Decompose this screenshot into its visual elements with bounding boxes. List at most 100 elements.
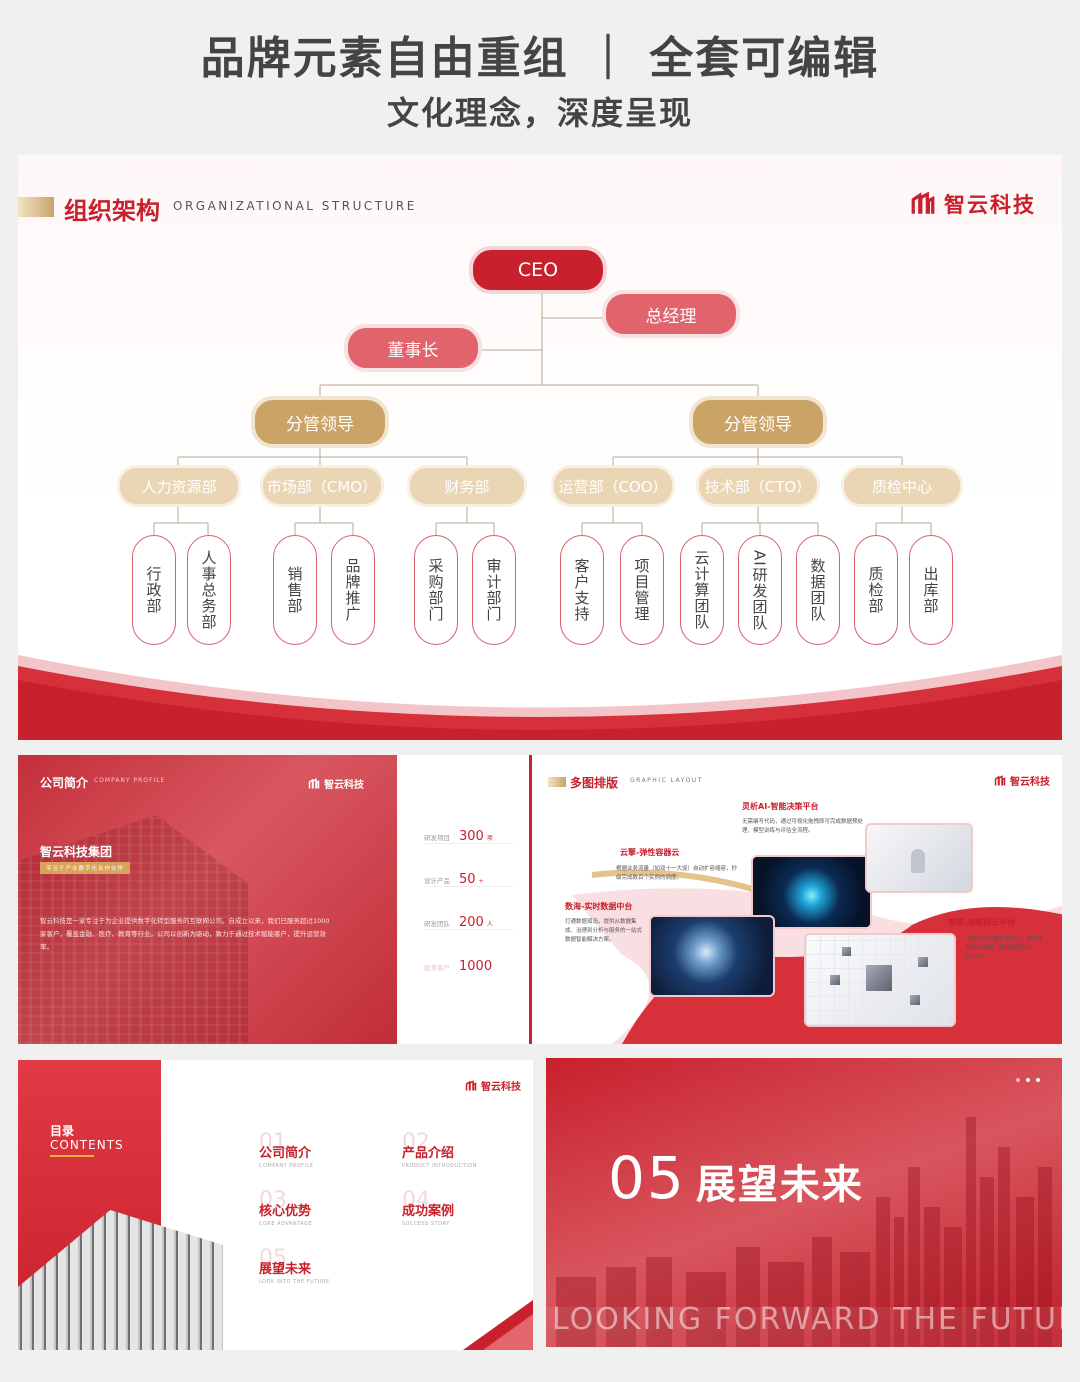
stat-value: 300	[459, 829, 484, 844]
stat-divider	[424, 843, 514, 844]
contents-title-en: CONTENTS	[50, 1138, 124, 1152]
brand-logo-icon	[308, 777, 320, 788]
city-skyline	[546, 1117, 1062, 1347]
unit-outbound: 出库部	[909, 535, 953, 645]
item-label: 产品介绍	[402, 1146, 455, 1161]
brand-logo-icon	[465, 1079, 477, 1090]
section-title: 展望未来	[695, 1162, 864, 1208]
item-label: 公司简介	[259, 1146, 312, 1161]
building-image	[18, 815, 248, 1044]
unit-personnel: 人事总务部	[187, 535, 231, 645]
smartwatch-image	[649, 915, 775, 997]
feature-desc: 根据业务流量（如双十一大促）自动扩容缩容，秒级完成数百个实例的调度。	[616, 866, 738, 881]
unit-procurement: 采购部门	[414, 535, 458, 645]
item-label: 核心优势	[259, 1204, 312, 1219]
stat-value: 50	[459, 872, 476, 887]
contents-item[interactable]: 02 产品介绍 PRODUCT INTRODUCTION	[402, 1130, 477, 1169]
dept-hr: 人力资源部	[117, 465, 241, 507]
brand-logo-icon	[994, 774, 1006, 785]
company-profile-slide: 公司简介 COMPANY PROFILE 智云科技 智云科技集团 专注于产业数字…	[18, 755, 533, 1044]
brand-name: 智云科技	[944, 193, 1036, 217]
brand-logo: 智云科技	[308, 776, 364, 791]
stat-team: 研发团队 200 人	[424, 915, 514, 930]
slide-subtitle: ORGANIZATIONAL STRUCTURE	[173, 199, 417, 213]
brand-logo: 智云科技	[994, 773, 1050, 788]
org-structure-slide: 组织架构 ORGANIZATIONAL STRUCTURE 智云科技	[18, 155, 1062, 740]
item-number: 04	[402, 1188, 430, 1213]
slide-subtitle: GRAPHIC LAYOUT	[630, 777, 703, 784]
unit-brand: 品牌推广	[331, 535, 375, 645]
unit-project: 项目管理	[620, 535, 664, 645]
pager-dots	[1016, 1078, 1040, 1082]
stat-projects: 研发项目 300 项	[424, 829, 514, 844]
unit-support: 客户支持	[560, 535, 604, 645]
stat-label: 研发项目	[424, 834, 450, 842]
stat-label: 研发团队	[424, 920, 450, 928]
slide-title: 公司简介	[40, 776, 89, 790]
slide-title: 组织架构	[64, 197, 160, 225]
profile-red-panel	[18, 755, 397, 1044]
contents-item[interactable]: 05 展望未来 LOOK INTO THE FUTURE	[259, 1246, 330, 1285]
bottom-wave	[18, 655, 1062, 740]
brand-logo: 智云科技	[910, 189, 1036, 219]
stat-products: 设计产品 50 +	[424, 872, 514, 887]
dept-operations: 运营部（COO）	[551, 465, 675, 507]
unit-sales: 销售部	[273, 535, 317, 645]
node-lead-left: 分管领导	[251, 396, 389, 448]
item-number: 01	[259, 1130, 287, 1155]
feature-desc: 支持亿级设备并发接入，提供多种协议适配，连接成功率达99.9%。	[966, 936, 1044, 960]
stat-unit: 人	[486, 921, 493, 928]
node-general-manager: 总经理	[602, 290, 740, 338]
brand-name: 智云科技	[481, 1082, 521, 1093]
item-number: 03	[259, 1188, 287, 1213]
title-underline	[50, 1155, 94, 1157]
headline-main: 品牌元素自由重组 ｜ 全套可编辑	[200, 33, 880, 84]
contents-title: 目录	[50, 1124, 75, 1138]
item-number: 02	[402, 1130, 430, 1155]
stat-unit: +	[478, 878, 484, 885]
contents-slide: 目录 CONTENTS 智云科技 01 公司简介 COMPANY PROFILE…	[18, 1060, 533, 1350]
stat-unit: 项	[486, 835, 493, 842]
unit-ai: AI研发团队	[738, 535, 782, 645]
stat-divider	[424, 929, 514, 930]
contents-item[interactable]: 01 公司简介 COMPANY PROFILE	[259, 1130, 313, 1169]
graphic-layout-slide: 多图排版 GRAPHIC LAYOUT 智云科技 灵析AI-智能决策平台 无需编…	[529, 755, 1062, 1044]
brand-logo: 智云科技	[465, 1078, 521, 1093]
profile-paragraph: 智云科技是一家专注于为企业提供数字化转型服务的互联网公司。自成立以来，我们已服务…	[40, 917, 330, 951]
stat-clients: 服务客户 1000	[424, 959, 495, 974]
section-heading: 05 展望未来	[608, 1144, 864, 1212]
unit-admin: 行政部	[132, 535, 176, 645]
node-ceo: CEO	[469, 246, 607, 294]
group-name: 智云科技集团	[40, 845, 113, 859]
stat-label: 设计产品	[424, 877, 450, 885]
dept-quality: 质检中心	[841, 465, 963, 507]
item-label: 展望未来	[259, 1262, 312, 1277]
dept-finance: 财务部	[407, 465, 527, 507]
item-label-en: LOOK INTO THE FUTURE	[259, 1279, 330, 1285]
dept-technology: 技术部（CTO）	[696, 465, 820, 507]
item-label: 成功案例	[402, 1204, 455, 1219]
unit-qc: 质检部	[854, 535, 898, 645]
dept-marketing: 市场部（CMO）	[260, 465, 384, 507]
future-slide: 05 展望未来 LOOKING FORWARD THE FUTURE	[546, 1058, 1062, 1347]
feature-title: 云擎-弹性容器云	[620, 848, 680, 857]
stat-label: 服务客户	[424, 964, 450, 972]
stat-value: 200	[459, 915, 484, 930]
item-label-en: PRODUCT INTRODUCTION	[402, 1163, 477, 1169]
unit-audit: 审计部门	[472, 535, 516, 645]
unit-data: 数据团队	[796, 535, 840, 645]
brand-name: 智云科技	[324, 780, 364, 791]
section-number: 05	[608, 1144, 686, 1212]
contents-item[interactable]: 03 核心优势 CORE ADVANTAGE	[259, 1188, 312, 1227]
feature-title: 灵析AI-智能决策平台	[742, 802, 819, 811]
slide-subtitle: COMPANY PROFILE	[94, 777, 166, 784]
brand-logo-icon	[911, 191, 935, 214]
contents-item[interactable]: 04 成功案例 SUCCESS STORY	[402, 1188, 455, 1227]
iot-grid-image	[804, 933, 956, 1027]
title-accent-bar	[548, 777, 566, 787]
brand-name: 智云科技	[1010, 777, 1050, 788]
ai-figure-image	[865, 823, 973, 893]
node-lead-right: 分管领导	[689, 396, 827, 448]
stat-divider	[424, 886, 514, 887]
unit-cloud: 云计算团队	[680, 535, 724, 645]
